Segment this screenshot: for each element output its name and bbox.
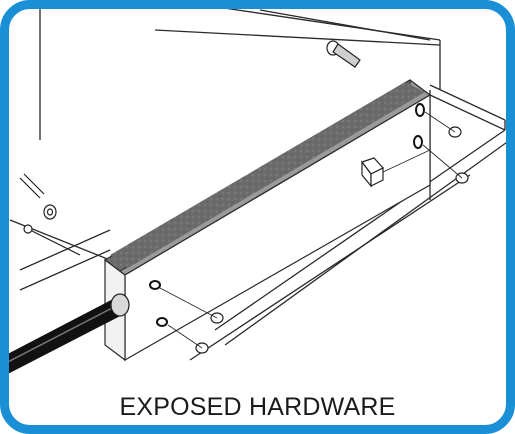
guide-lines: [159, 111, 463, 349]
bracket: [361, 157, 384, 188]
washers-left: [19, 173, 81, 256]
threaded-rod: [9, 293, 130, 374]
rail-block: [103, 79, 432, 362]
caption-label: EXPOSED HARDWARE: [119, 393, 396, 421]
end-holes: [149, 103, 425, 327]
bolt-top: [326, 40, 361, 68]
